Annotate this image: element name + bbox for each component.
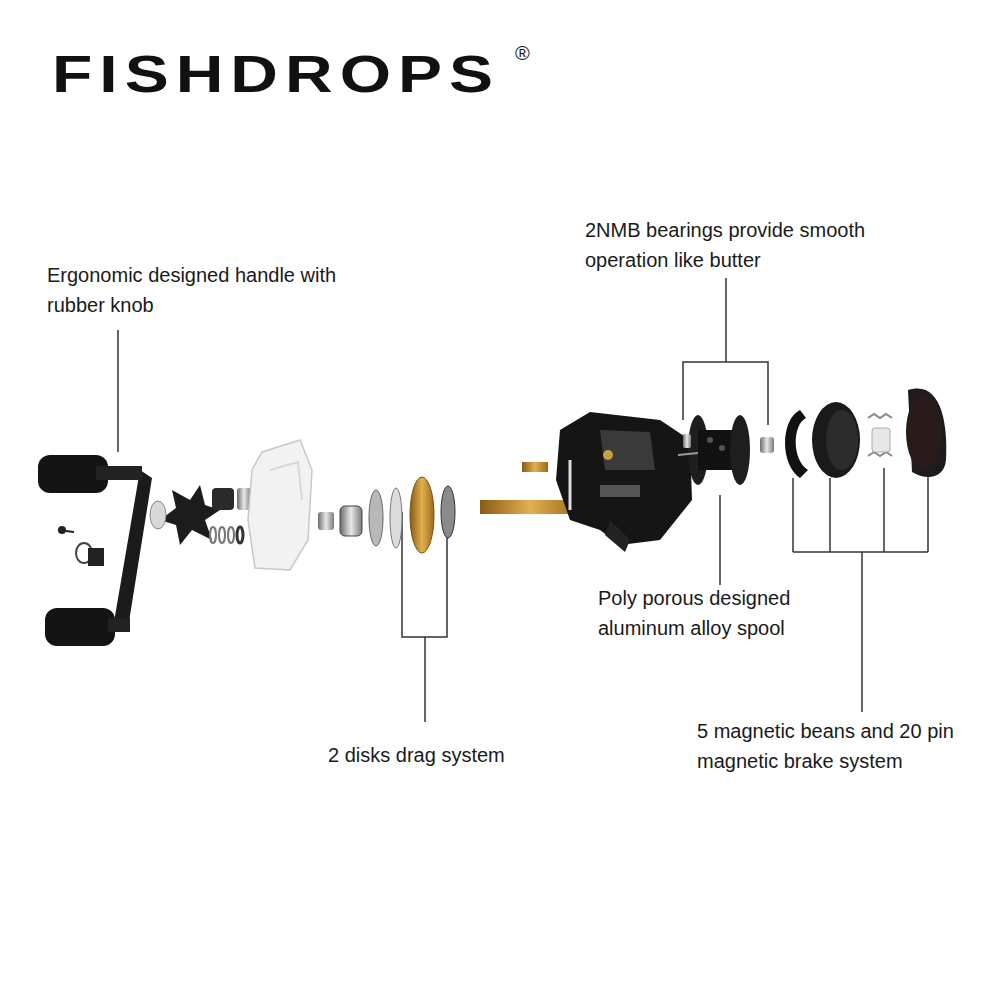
leader-line xyxy=(118,278,928,722)
spool xyxy=(683,434,691,448)
leader-line xyxy=(829,478,831,552)
callout-text: Ergonomic designed handle with rubber kn… xyxy=(47,260,337,320)
handle xyxy=(108,618,130,632)
drag-gear xyxy=(441,486,455,538)
star-drag xyxy=(219,527,225,543)
star-drag xyxy=(210,527,216,543)
side-plate xyxy=(270,462,302,500)
handle xyxy=(96,466,142,480)
handle xyxy=(114,470,152,628)
callout-text: Poly porous designed aluminum alloy spoo… xyxy=(598,583,838,643)
side-plate xyxy=(248,440,312,570)
reel-frame xyxy=(556,412,692,545)
reel-frame xyxy=(600,485,640,497)
reel-frame xyxy=(603,450,613,460)
spool xyxy=(678,415,774,485)
callout-text: 2 disks drag system xyxy=(328,740,588,770)
leader-line xyxy=(117,330,119,452)
drag-gear xyxy=(318,477,455,553)
side-plate xyxy=(248,440,312,570)
callout-text: 5 magnetic beans and 20 pin magnetic bra… xyxy=(697,716,997,776)
leader-line xyxy=(683,362,768,425)
magnetic-brake xyxy=(826,410,858,470)
drag-gear xyxy=(318,512,334,530)
star-drag xyxy=(150,501,166,529)
callout-text: 2NMB bearings provide smooth operation l… xyxy=(585,215,915,275)
magnetic-brake xyxy=(872,428,890,452)
handle xyxy=(88,548,104,566)
handle xyxy=(58,530,74,532)
leader-line xyxy=(719,495,721,585)
star-drag xyxy=(150,485,251,545)
handle xyxy=(38,455,152,646)
spool xyxy=(730,415,750,485)
magnetic-brake xyxy=(868,414,892,456)
drag-gear xyxy=(340,506,362,536)
leader-line xyxy=(793,551,928,553)
reel-frame xyxy=(569,460,572,510)
reel-frame xyxy=(605,520,630,552)
drag-gear xyxy=(369,490,383,546)
leader-line xyxy=(424,637,426,722)
star-drag xyxy=(212,488,234,510)
leader-line xyxy=(725,278,727,362)
spool xyxy=(760,437,774,453)
drag-gear xyxy=(390,488,402,548)
spool xyxy=(707,437,713,443)
star-drag xyxy=(228,527,234,543)
drag-gear xyxy=(410,477,434,553)
star-drag xyxy=(237,527,243,543)
handle xyxy=(45,608,115,646)
registered-mark: ® xyxy=(515,38,555,68)
leader-line xyxy=(792,478,794,552)
magnetic-brake xyxy=(785,410,808,478)
star-drag xyxy=(160,485,220,545)
spool xyxy=(719,445,725,451)
magnetic-brake xyxy=(785,388,946,478)
reel-frame xyxy=(600,430,655,470)
brand-title: FISHDROPS xyxy=(52,44,500,103)
reel-frame xyxy=(480,412,692,552)
leader-line xyxy=(861,552,863,712)
reel-frame xyxy=(522,462,548,472)
leader-line xyxy=(883,468,885,552)
spool xyxy=(678,453,698,455)
magnetic-brake xyxy=(906,394,942,470)
leader-line xyxy=(927,470,929,552)
magnetic-brake xyxy=(812,402,860,478)
